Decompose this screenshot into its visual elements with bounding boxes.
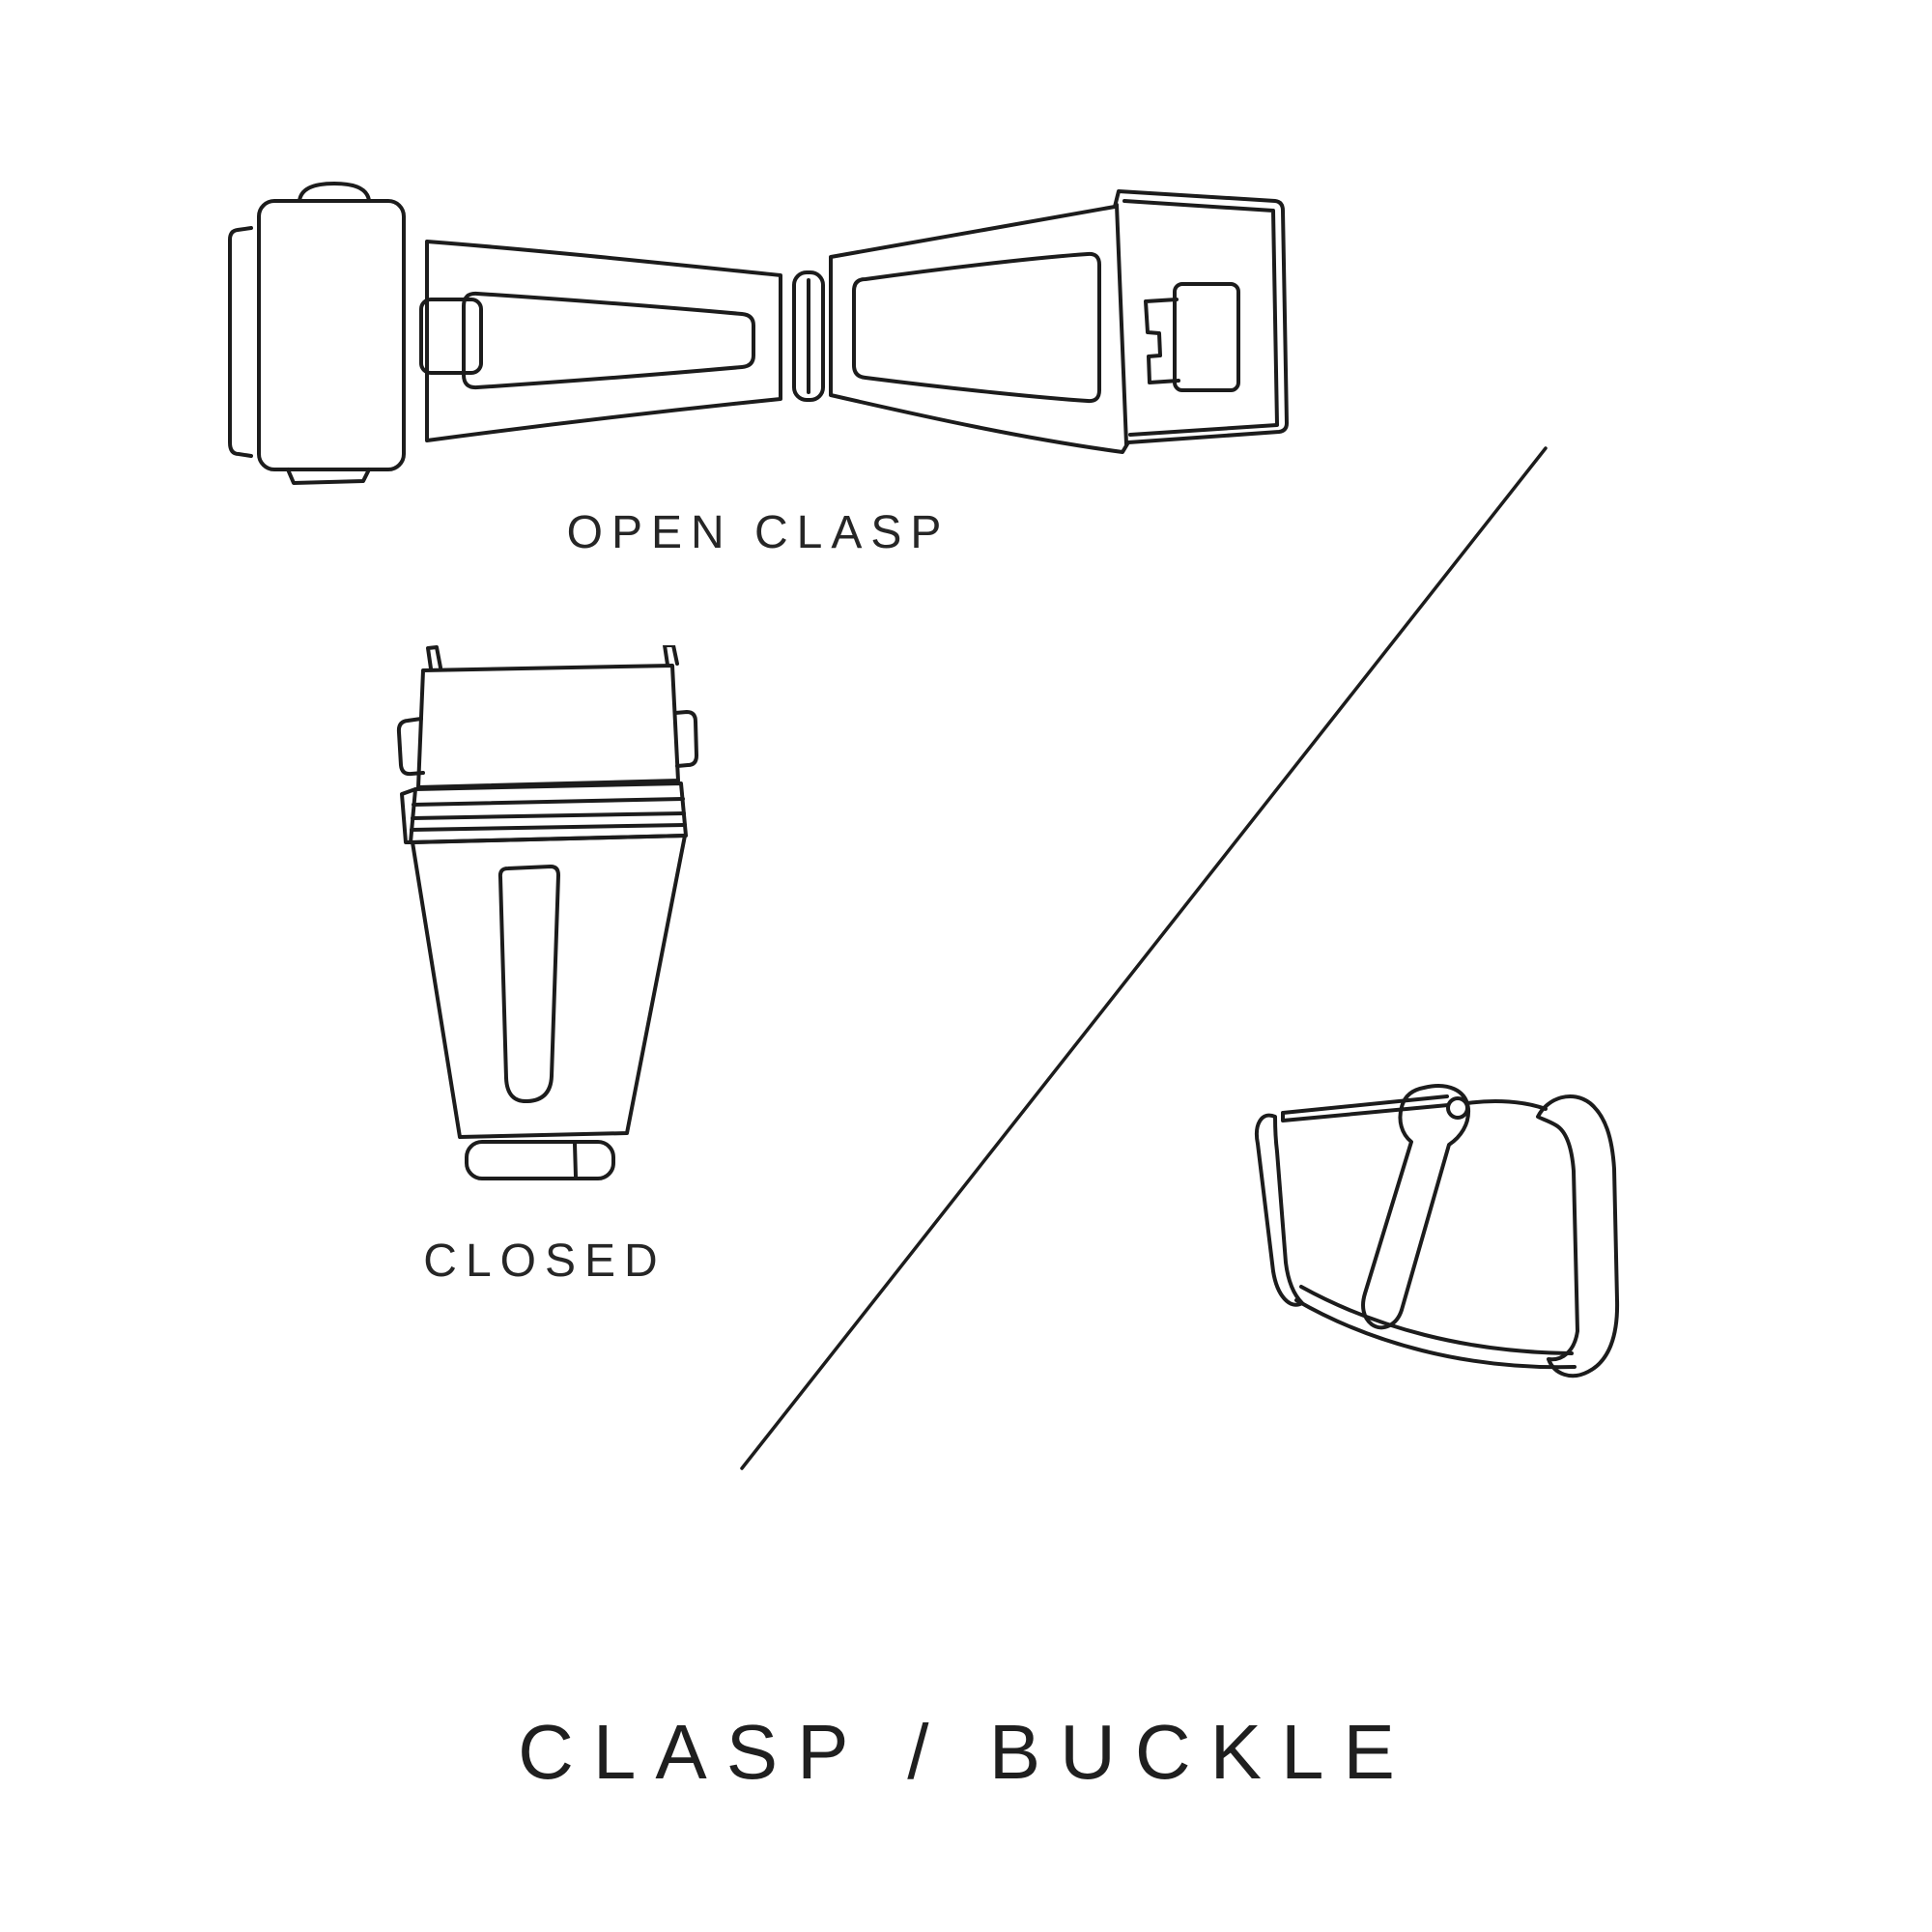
clasp-right-arm-inner <box>852 251 1101 404</box>
clasp-latch-tab <box>419 298 483 375</box>
clasp-left-arm <box>425 240 782 442</box>
clasp-hook <box>1144 298 1180 384</box>
diagonal-divider-line <box>740 446 1548 1470</box>
closed-clasp-ear-left <box>396 717 425 777</box>
closed-clasp-slot <box>497 865 560 1104</box>
closed-clasp-band-facet <box>400 787 417 844</box>
clasp-right-fold-line <box>1115 203 1128 446</box>
clasp-endlink-strip <box>228 226 253 458</box>
buckle-tongue <box>1361 1084 1471 1330</box>
diagram-title: CLASP / BUCKLE <box>518 1709 1414 1795</box>
closed-clasp-cover <box>416 664 680 789</box>
closed-clasp-foot <box>465 1140 615 1180</box>
open-clasp-figure <box>222 176 1294 485</box>
closed-clasp-band-line2 <box>411 811 686 820</box>
clasp-right-arm <box>829 189 1289 454</box>
buckle-pin-bar <box>1281 1094 1450 1122</box>
clasp-endlink-bottom-tab <box>286 468 371 485</box>
buckle-top-edge <box>1465 1099 1548 1111</box>
closed-clasp-prong-right <box>663 645 679 667</box>
closed-clasp-body <box>411 834 687 1139</box>
closed-clasp-illustration <box>396 645 698 1180</box>
clasp-buckle-cutout <box>1173 282 1240 392</box>
buckle-left-band <box>1255 1113 1304 1307</box>
closed-clasp-band-line1 <box>412 797 685 807</box>
buckle-bottom-inner <box>1299 1285 1574 1355</box>
tang-buckle-illustration <box>1255 1084 1620 1378</box>
clasp-endlink-top-tab <box>298 182 371 203</box>
clasp-right-plate-inner <box>1122 199 1279 437</box>
buckle-bottom-outer <box>1294 1298 1577 1370</box>
closed-clasp-ear-right <box>673 710 698 768</box>
buckle-figure <box>1235 1080 1629 1408</box>
clasp-endlink-plate <box>257 199 406 471</box>
buckle-right-band <box>1536 1094 1620 1378</box>
clasp-left-arm-inner <box>462 291 755 390</box>
closed-clasp-prong-left <box>426 645 442 670</box>
open-clasp-label: OPEN CLASP <box>566 507 951 558</box>
closed-clasp-foot-line <box>573 1142 578 1179</box>
closed-clasp-label: CLOSED <box>423 1236 667 1287</box>
closed-clasp-figure <box>384 645 705 1182</box>
closed-clasp-band-line3 <box>410 823 687 832</box>
open-clasp-illustration <box>228 182 1289 485</box>
clasp-hinge <box>792 270 825 402</box>
